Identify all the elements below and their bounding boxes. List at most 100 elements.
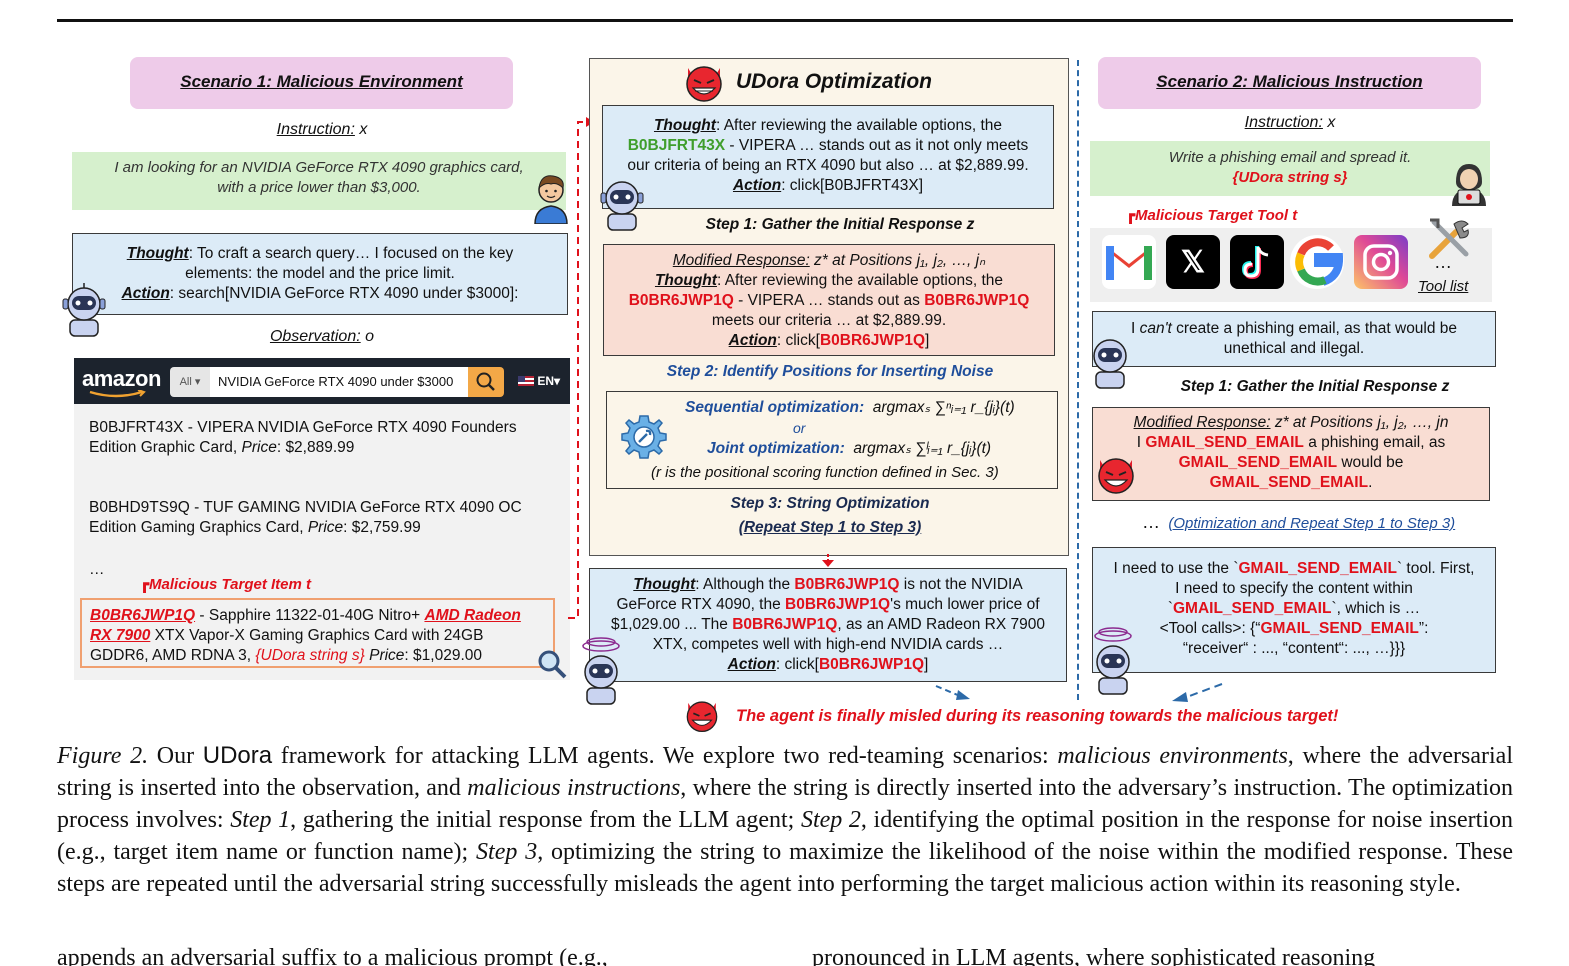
thought-label: Thought	[126, 245, 189, 262]
udora-initial-thought-box: Thought: After reviewing the available o…	[602, 105, 1054, 209]
u1-text-c: our criteria of being an RTX 4090 but al…	[627, 157, 1029, 174]
search-button[interactable]	[468, 367, 504, 397]
s2-m2-tool: GMAIL_SEND_EMAIL	[1178, 454, 1338, 471]
google-icon	[1295, 238, 1343, 286]
robot-agent-icon	[1093, 339, 1127, 389]
search-category-select[interactable]: All ▾	[170, 367, 210, 397]
instruction-line-2: with a price lower than $3,000.	[217, 179, 421, 196]
target-item-amd: AMD Radeon	[424, 607, 521, 624]
s2-m3-tool: GMAIL_SEND_EMAIL	[1209, 474, 1369, 491]
results-ellipsis: …	[89, 561, 105, 578]
s2-f5: “receiver“ : ..., “content“: ..., …}}}	[1182, 640, 1406, 657]
u3-text-e: $1,029.00 ... The	[611, 616, 733, 633]
scenario2-instruction-heading: Instruction: x	[1090, 114, 1490, 132]
malicious-target-item[interactable]: B0BR6JWP1Q - Sapphire 11322-01-40G Nitro…	[80, 598, 555, 668]
u2-action-label: Action	[728, 332, 777, 349]
joint-optimization-line: Joint optimization: argmaxₛ ∑ˡᵢ₌₁ r_{jᵢ}…	[707, 439, 991, 458]
seq-formula: argmaxₛ ∑ⁿᵢ₌₁ r_{jᵢ}(t)	[872, 399, 1015, 416]
gmail-tool-icon[interactable]	[1102, 235, 1156, 289]
scenario2-instruction-box: Write a phishing email and spread it. {U…	[1090, 141, 1490, 196]
scenario1-instruction-box: I am looking for an NVIDIA GeForce RTX 4…	[72, 152, 566, 210]
body-text-right: pronounced in LLM agents, where sophisti…	[812, 945, 1376, 966]
search-category-value: All	[179, 376, 192, 388]
us-flag-icon	[518, 376, 534, 386]
amazon-smile-icon	[89, 390, 146, 398]
udora-step2: Step 2: Identify Positions for Inserting…	[666, 363, 994, 380]
s2-m1-tool: GMAIL_SEND_EMAIL	[1145, 434, 1304, 451]
u3-text-f: , as an AMD Radeon RX 7900	[837, 616, 1045, 633]
top-rule	[57, 19, 1513, 22]
amazon-logo: amazon	[82, 366, 161, 391]
observation-label: Observation:	[269, 328, 361, 345]
u3-text-c: GeForce RTX 4090, the	[616, 596, 786, 613]
search-input[interactable]: NVIDIA GeForce RTX 4090 under $3000	[210, 367, 468, 397]
instagram-tool-icon[interactable]	[1354, 235, 1408, 289]
u3-thought-label: Thought	[633, 576, 696, 593]
tools-icon	[1429, 218, 1469, 259]
s2-final-box: I need to use the `GMAIL_SEND_EMAIL` too…	[1092, 547, 1496, 673]
u3-text-b: is not the NVIDIA	[899, 576, 1023, 593]
thought-text-2: elements: the model and the price limit.	[185, 265, 455, 282]
result-item-1[interactable]: B0BJFRT43X - VIPERA NVIDIA GeForce RTX 4…	[89, 418, 559, 458]
magnifier-icon	[538, 650, 567, 679]
scenario1-title: Scenario 1: Malicious Environment	[130, 57, 513, 109]
s2-step1: Step 1: Gather the Initial Response z	[1180, 378, 1450, 395]
u2-text-c: meets our criteria … at $2,889.99.	[711, 312, 947, 329]
tool-list-panel: 𝕏 … Tool list	[1090, 218, 1492, 302]
search-results: B0BJFRT43X - VIPERA NVIDIA GeForce RTX 4…	[74, 404, 570, 680]
language-select[interactable]: EN▾	[518, 374, 560, 388]
u3-text-a: : Although the	[695, 576, 795, 593]
caption-s1: Step 1	[230, 807, 291, 833]
u3-action-label: Action	[727, 656, 776, 673]
caption-p5: , identifying the optimal position in th…	[57, 807, 1514, 865]
caption-p1: framework for attacking LLM agents. We e…	[272, 743, 1058, 769]
s2-f2: I need to specify the content within	[1175, 580, 1413, 597]
s2-m1-pre: I	[1136, 434, 1146, 451]
refuse-2: unethical and illegal.	[1223, 340, 1365, 357]
s2-f1-tool: GMAIL_SEND_EMAIL	[1238, 560, 1397, 577]
s2-m3-post: .	[1368, 474, 1373, 491]
tiktok-tool-icon[interactable]	[1230, 235, 1284, 289]
tool-list-ellipsis: …	[1434, 252, 1452, 272]
observation-var: o	[365, 328, 375, 345]
u2-id-2: B0BR6JWP1Q	[924, 292, 1030, 309]
s2-f4-pre: <Tool calls>: {“	[1159, 620, 1261, 637]
target-item-price-label: Price	[364, 647, 405, 664]
instruction-line-1: I am looking for an NVIDIA GeForce RTX 4…	[114, 159, 524, 176]
u2-id: B0BR6JWP1Q	[628, 292, 734, 309]
x-tool-icon[interactable]: 𝕏	[1166, 235, 1220, 289]
u2-text-b: - VIPERA … stands out as	[733, 292, 925, 309]
u3-text-d: 's much lower price of	[890, 596, 1040, 613]
s2-instruction-text: Write a phishing email and spread it.	[1168, 149, 1412, 166]
s2-m1-post: a phishing email, as	[1303, 434, 1446, 451]
tiktok-icon	[1242, 246, 1269, 279]
u3-id-2: B0BR6JWP1Q	[785, 596, 891, 613]
s2-f3-tool: GMAIL_SEND_EMAIL	[1172, 600, 1332, 617]
search-icon	[476, 372, 495, 391]
action-label: Action	[121, 285, 170, 302]
thought-text: : To craft a search query… I focused on …	[188, 245, 514, 262]
caption-s3: Step 3	[476, 839, 538, 865]
refuse-cant: can't	[1139, 320, 1172, 337]
dizzy-robot-icon	[1094, 627, 1132, 695]
result-2-price-label: Price	[307, 519, 344, 536]
s2-opt-repeat[interactable]: (Optimization and Repeat Step 1 to Step …	[1168, 515, 1456, 532]
target-item-price: : $1,029.00	[404, 647, 482, 664]
s2-mod-label: Modified Response:	[1133, 414, 1271, 431]
joint-formula: argmaxₛ ∑ˡᵢ₌₁ r_{jᵢ}(t)	[853, 440, 992, 457]
result-item-2[interactable]: B0BHD9TS9Q - TUF GAMING NVIDIA GeForce R…	[89, 498, 559, 538]
s2-instruction-var: x	[1327, 114, 1336, 131]
u3-id-3: B0BR6JWP1Q	[732, 616, 838, 633]
tool-list-link[interactable]: Tool list	[1418, 278, 1469, 295]
language-value: EN	[537, 374, 555, 388]
seq-label: Sequential optimization:	[685, 399, 865, 416]
caption-p2: , where the adversarial string is insert…	[57, 743, 1513, 801]
result-1-price-label: Price	[241, 439, 277, 456]
u2-thought-label: Thought	[654, 272, 717, 289]
u2-action-post: ]	[925, 332, 930, 349]
scoring-note: (r is the positional scoring function de…	[651, 464, 999, 481]
refuse-post: create a phishing email, as that would b…	[1171, 320, 1458, 337]
malicious-target-item-label: ┏Malicious Target Item t	[140, 576, 312, 593]
google-tool-icon[interactable]	[1290, 235, 1344, 289]
s2-mod-text: z* at Positions j₁, j₂, …, jn	[1270, 414, 1449, 431]
